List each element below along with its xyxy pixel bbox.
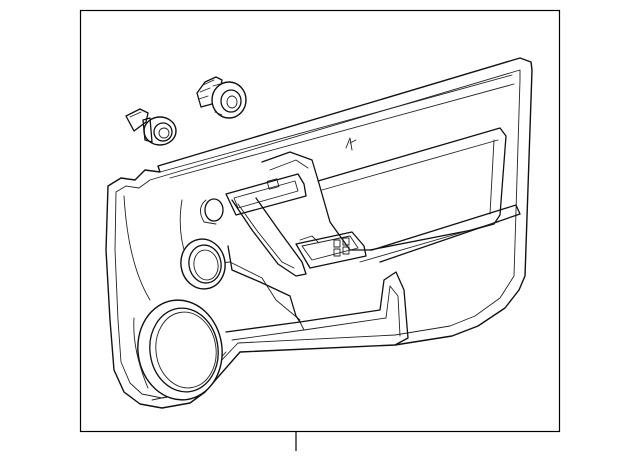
push-retainer-clip (125, 108, 177, 146)
speaker-grille-large (133, 299, 223, 401)
fastener-grommet (196, 76, 247, 119)
window-switch-bezel (231, 197, 367, 277)
speaker-grille-small (180, 238, 226, 290)
door-handle-bezel (200, 173, 307, 225)
